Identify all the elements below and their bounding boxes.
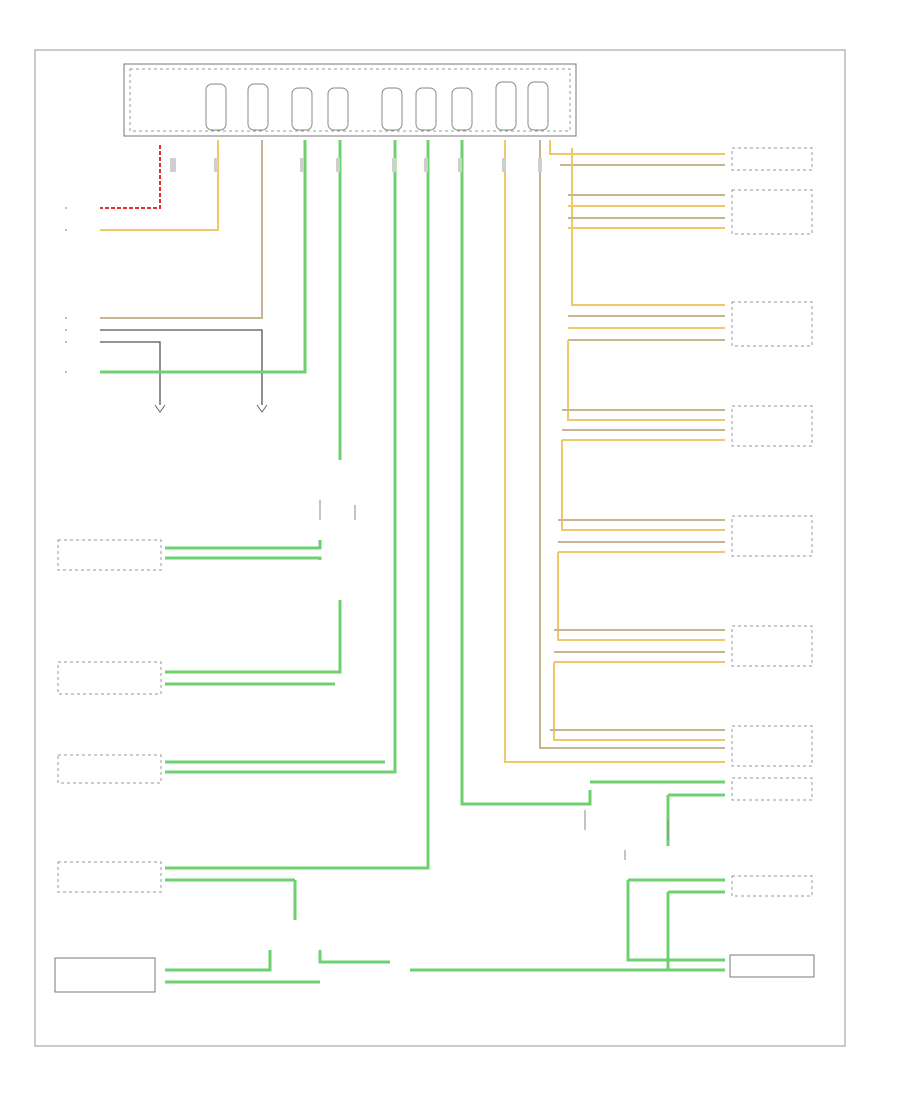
right-bus-wires [504, 140, 725, 763]
splice-markers [319, 500, 669, 860]
splice-pins [205, 81, 549, 131]
left-bus-wires [100, 140, 307, 405]
bottom-green-network [165, 780, 725, 984]
top-splice-pack [123, 63, 577, 137]
wire-label-ticks [170, 158, 542, 172]
ground-symbols [154, 404, 268, 413]
left-bus-pins [65, 207, 67, 373]
vertical-green-trunks [165, 140, 592, 920]
diagram-frame [34, 49, 846, 1047]
left-modules [54, 539, 162, 993]
right-connectors [729, 147, 815, 978]
